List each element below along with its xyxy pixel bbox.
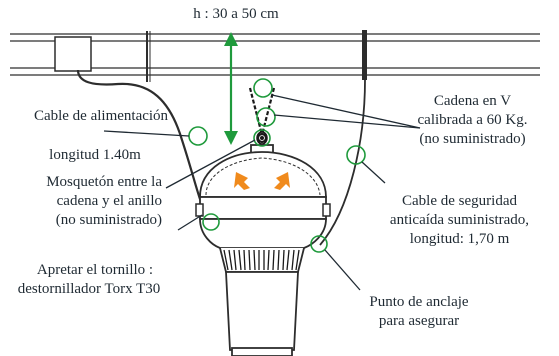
carabiner-label-line-2: cadena y el anillo [56,193,162,209]
rotation-arrows-icon [234,172,290,190]
chain-label-line-2: calibrada a 60 Kg. [417,112,528,128]
carabiner-icon [256,131,268,145]
chain-label: Cadena en V calibrada a 60 Kg. (no sumin… [390,92,555,149]
safety-cable [319,79,366,246]
power-cable-label-line-1: Cable de alimentación [33,108,169,124]
leader-lines [103,94,421,291]
power-cable-length-label: longitud 1.40m [49,147,141,163]
screw-left [195,203,204,217]
safety-cable-label-line-3: longitud: 1,70 m [409,231,510,247]
screw-label-line-1: Apretar el tornillo : [36,262,154,278]
screw-right [322,203,331,217]
power-cable [76,69,207,213]
chain-label-line-3: (no suministrado) [419,131,526,147]
chain-label-line-1: Cadena en V [433,93,512,109]
carabiner-label: Mosquetón entre la cadena y el anillo (n… [0,173,162,230]
safety-cable-label: Cable de seguridad anticaída suministrad… [360,192,559,249]
ceiling-rail [10,33,540,76]
power-cable-label: Cable de alimentación [6,107,196,126]
carabiner-label-line-1: Mosquetón entre la [46,174,162,190]
v-chain [248,87,276,144]
lamp-body [199,144,327,356]
screw-label-line-2: destornillador Torx T30 [17,281,161,297]
height-arrow [224,32,238,145]
height-label: h : 30 a 50 cm [193,6,279,22]
carabiner-label-line-3: (no suministrado) [55,212,162,228]
safety-cable-rail-clamp [362,30,367,80]
screw-label: Apretar el tornillo : destornillador Tor… [0,261,190,299]
heatsink-fins [223,249,300,271]
safety-cable-label-line-1: Cable de seguridad [402,193,517,209]
anchor-point-label: Punto de anclaje para asegurar [344,293,494,331]
safety-cable-label-line-2: anticaída suministrado, [389,212,530,228]
junction-box-icon [54,36,92,72]
anchor-point-label-line-1: Punto de anclaje [369,294,469,310]
anchor-point-label-line-2: para asegurar [378,313,460,329]
